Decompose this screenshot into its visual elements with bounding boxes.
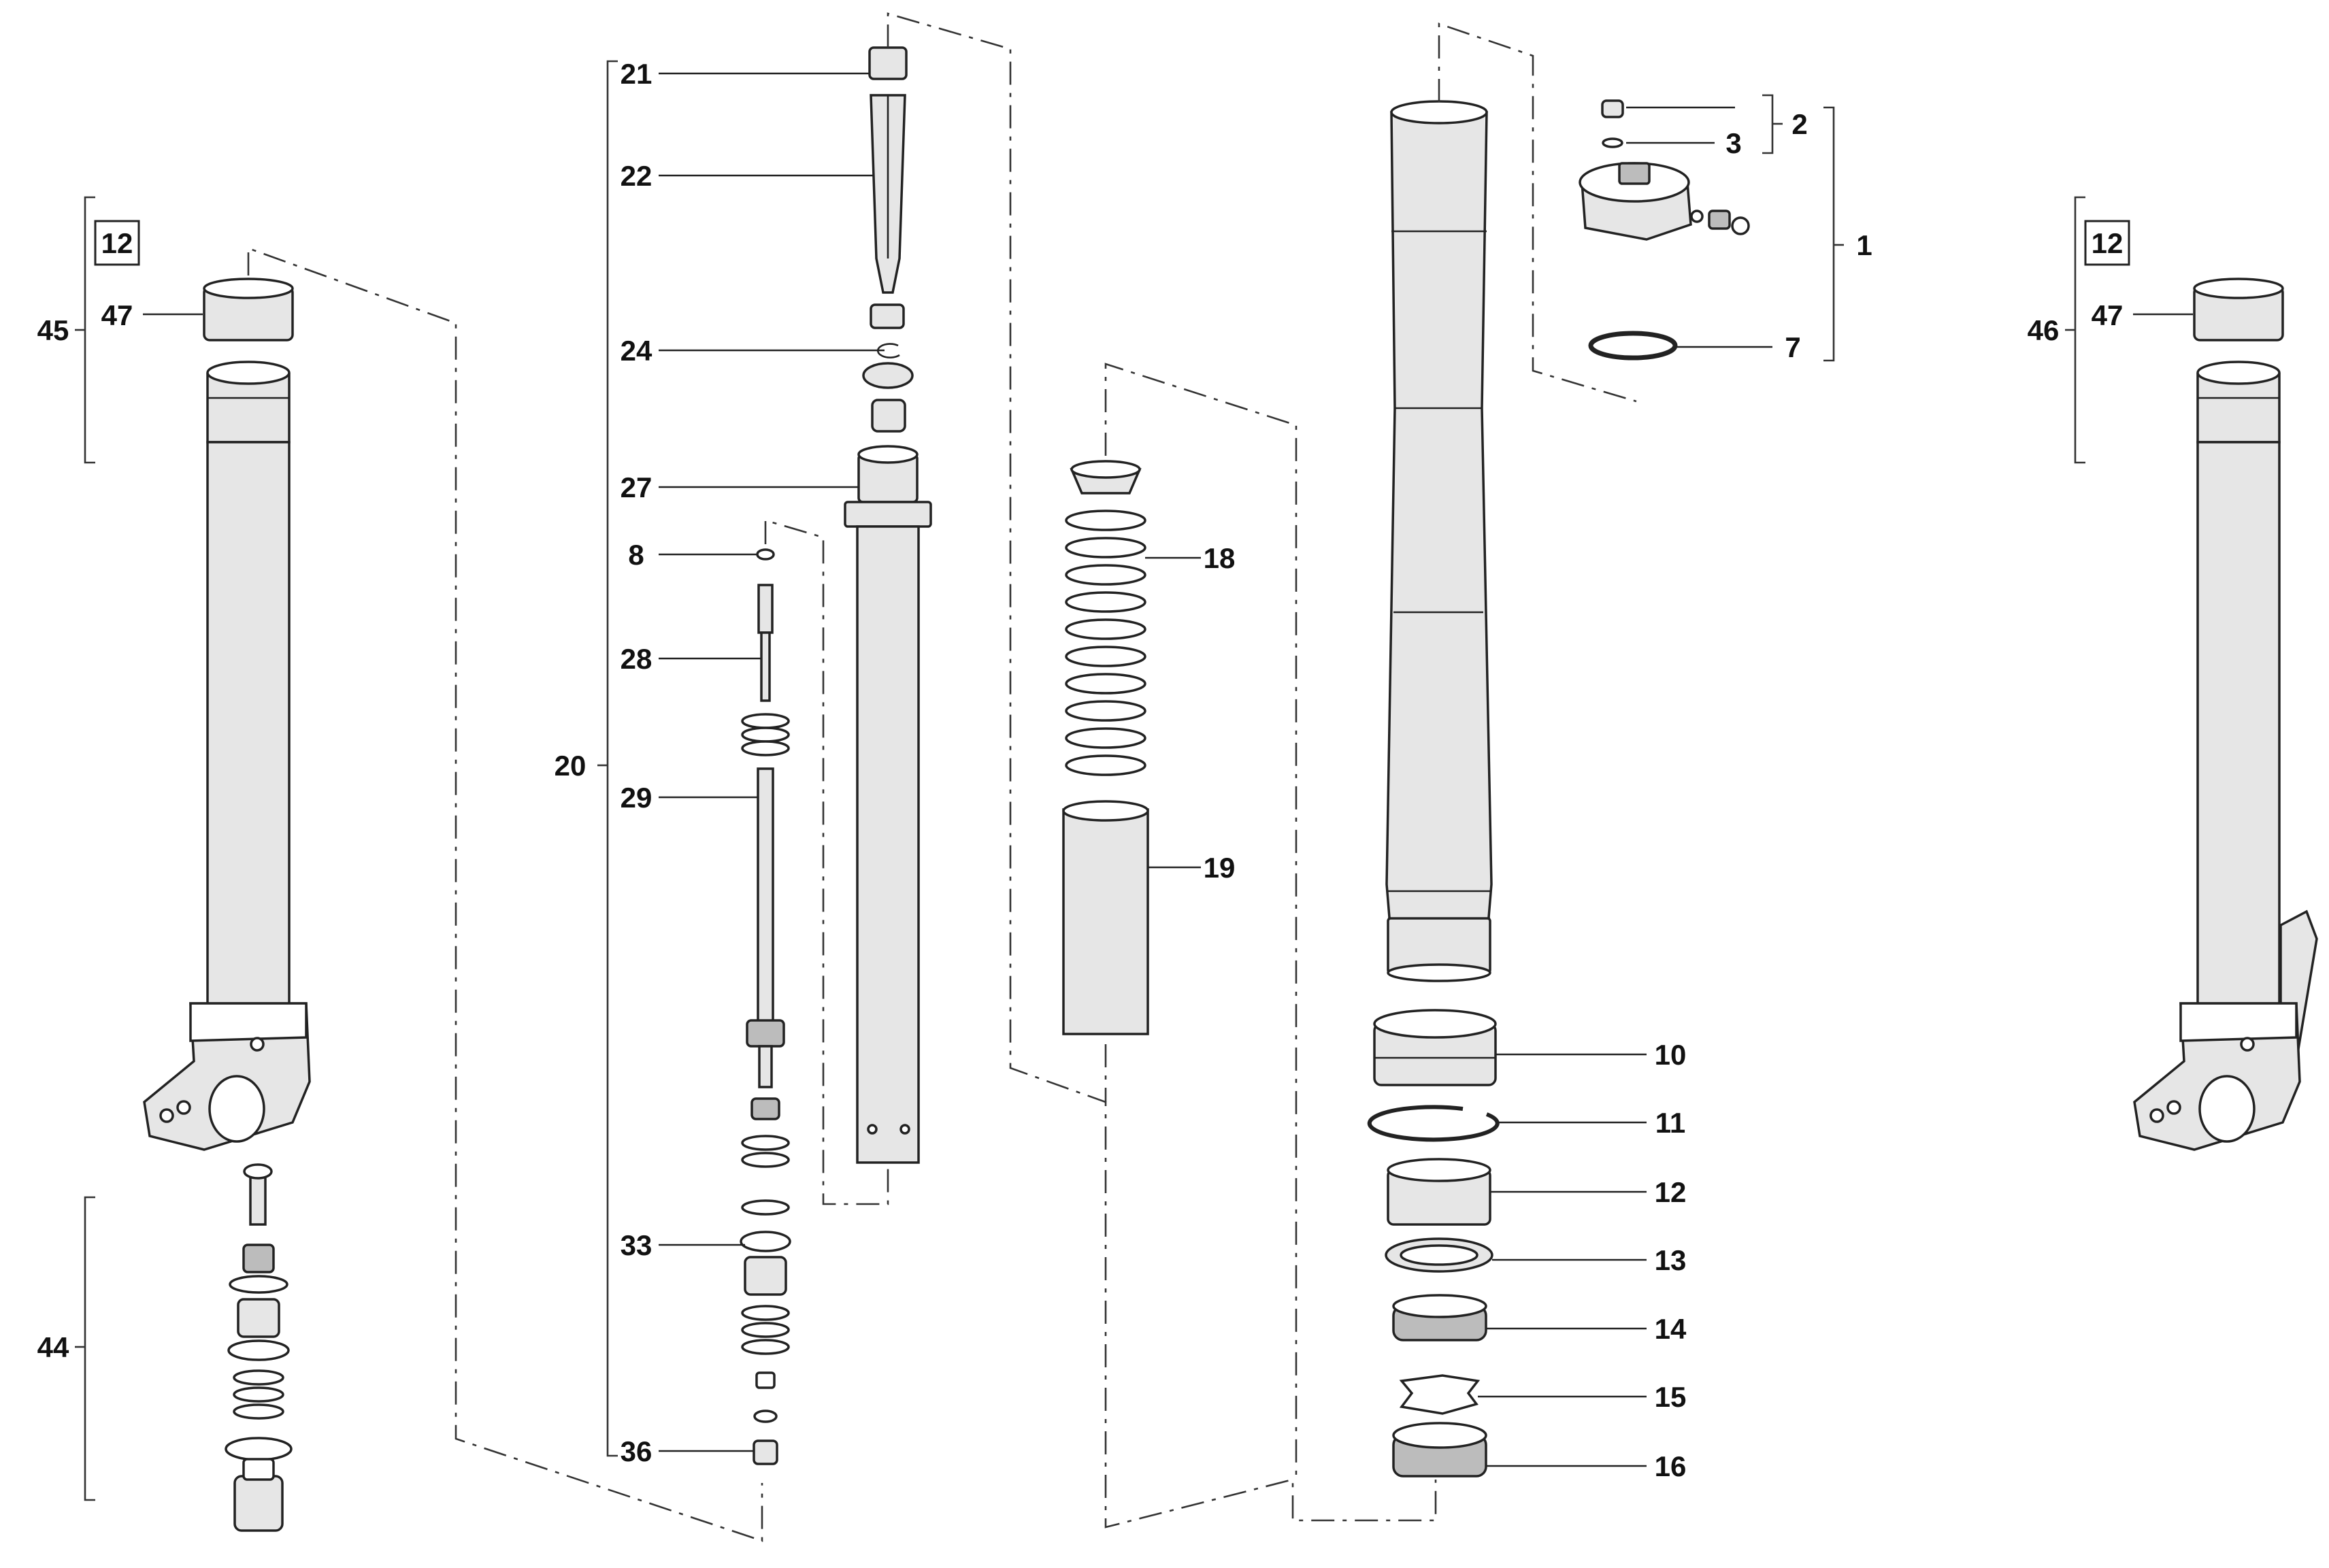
part-10-bushing [1373,1009,1497,1086]
outer-fork-tube [1385,100,1493,982]
part-12-bushing [1387,1158,1491,1226]
part-19-spacer [1062,800,1149,1035]
label-29: 29 [621,782,653,814]
bracket-1 [1823,106,1835,362]
part-28-needle [757,584,774,702]
bracket-2 [1762,94,1774,154]
label-47-right: 47 [2092,299,2124,331]
label-box-12-left: 12 [101,227,133,259]
part-7-oring [1588,331,1678,361]
label-15: 15 [1655,1381,1687,1413]
label-47-left: 47 [101,299,133,331]
bracket-46 [2074,196,2085,464]
callout-labels: 12 47 45 44 21 22 24 27 8 28 20 29 33 36… [37,58,2130,1482]
right-fork-leg-assembly [2133,278,2318,1151]
label-22: 22 [621,160,653,192]
label-19: 19 [1204,852,1236,884]
damper-components [740,46,932,1465]
phantom-line-spring [1104,363,1298,1480]
part-14-seal [1392,1294,1487,1341]
right-bushing-47 [2193,278,2284,341]
label-2: 2 [1791,108,1807,140]
part-24-clip [876,343,900,358]
label-7: 7 [1785,331,1800,363]
label-1: 1 [1856,229,1872,261]
part-washer [870,303,905,329]
part-bush [871,399,906,433]
left-axle-foot [143,1002,311,1151]
part-27-damper-tube [844,445,932,1164]
label-44: 44 [37,1331,69,1363]
label-10: 10 [1655,1039,1687,1071]
label-24: 24 [621,335,653,367]
left-fork-leg-assembly [143,278,311,1532]
phantom-line-top [1438,22,1637,403]
label-45: 45 [37,314,69,346]
label-8: 8 [628,539,644,571]
part-29-rod [746,767,785,1088]
part-16-dust-seal [1392,1422,1487,1478]
part-18-spring [1065,460,1146,776]
label-14: 14 [1655,1313,1687,1345]
label-21: 21 [621,58,653,90]
part-valve-stack [740,1097,791,1465]
label-33: 33 [621,1229,653,1261]
label-16: 16 [1655,1450,1687,1482]
label-box-12-right: 12 [2092,227,2124,259]
bracket-44 [84,1196,95,1501]
label-36: 36 [621,1435,653,1467]
part-21-nut [868,46,908,80]
left-bushing-47 [203,278,294,341]
part-11-ring [1367,1105,1500,1142]
bracket-20 [606,60,618,1457]
label-13: 13 [1655,1244,1687,1276]
left-slider-tube [206,361,291,1015]
part-8-oring [756,548,775,561]
phantom-line-rod [764,519,889,1205]
left-cartridge-parts [225,1163,293,1532]
label-27: 27 [621,471,653,503]
label-46: 46 [2028,314,2060,346]
part-washer-2 [862,362,914,389]
box-12-left [94,220,140,266]
label-28: 28 [621,643,653,675]
box-12-right [2084,220,2130,266]
part-small-spring [741,713,790,756]
label-18: 18 [1204,542,1236,574]
phantom-line-damper [887,12,1437,1529]
part-15-clip [1399,1374,1481,1415]
label-12: 12 [1655,1176,1687,1208]
bracket-45 [84,196,95,464]
part-small-spring-cap [1708,210,1731,230]
part-3-oring [1602,137,1623,148]
part-13-washer [1385,1237,1493,1273]
label-20: 20 [555,750,587,782]
part-36-nut [753,1439,778,1465]
part-1-top-cap [1579,99,1750,241]
label-3: 3 [1725,127,1741,159]
part-2-screw [1601,99,1624,118]
label-11: 11 [1655,1107,1685,1139]
phantom-line-left [247,247,763,1542]
